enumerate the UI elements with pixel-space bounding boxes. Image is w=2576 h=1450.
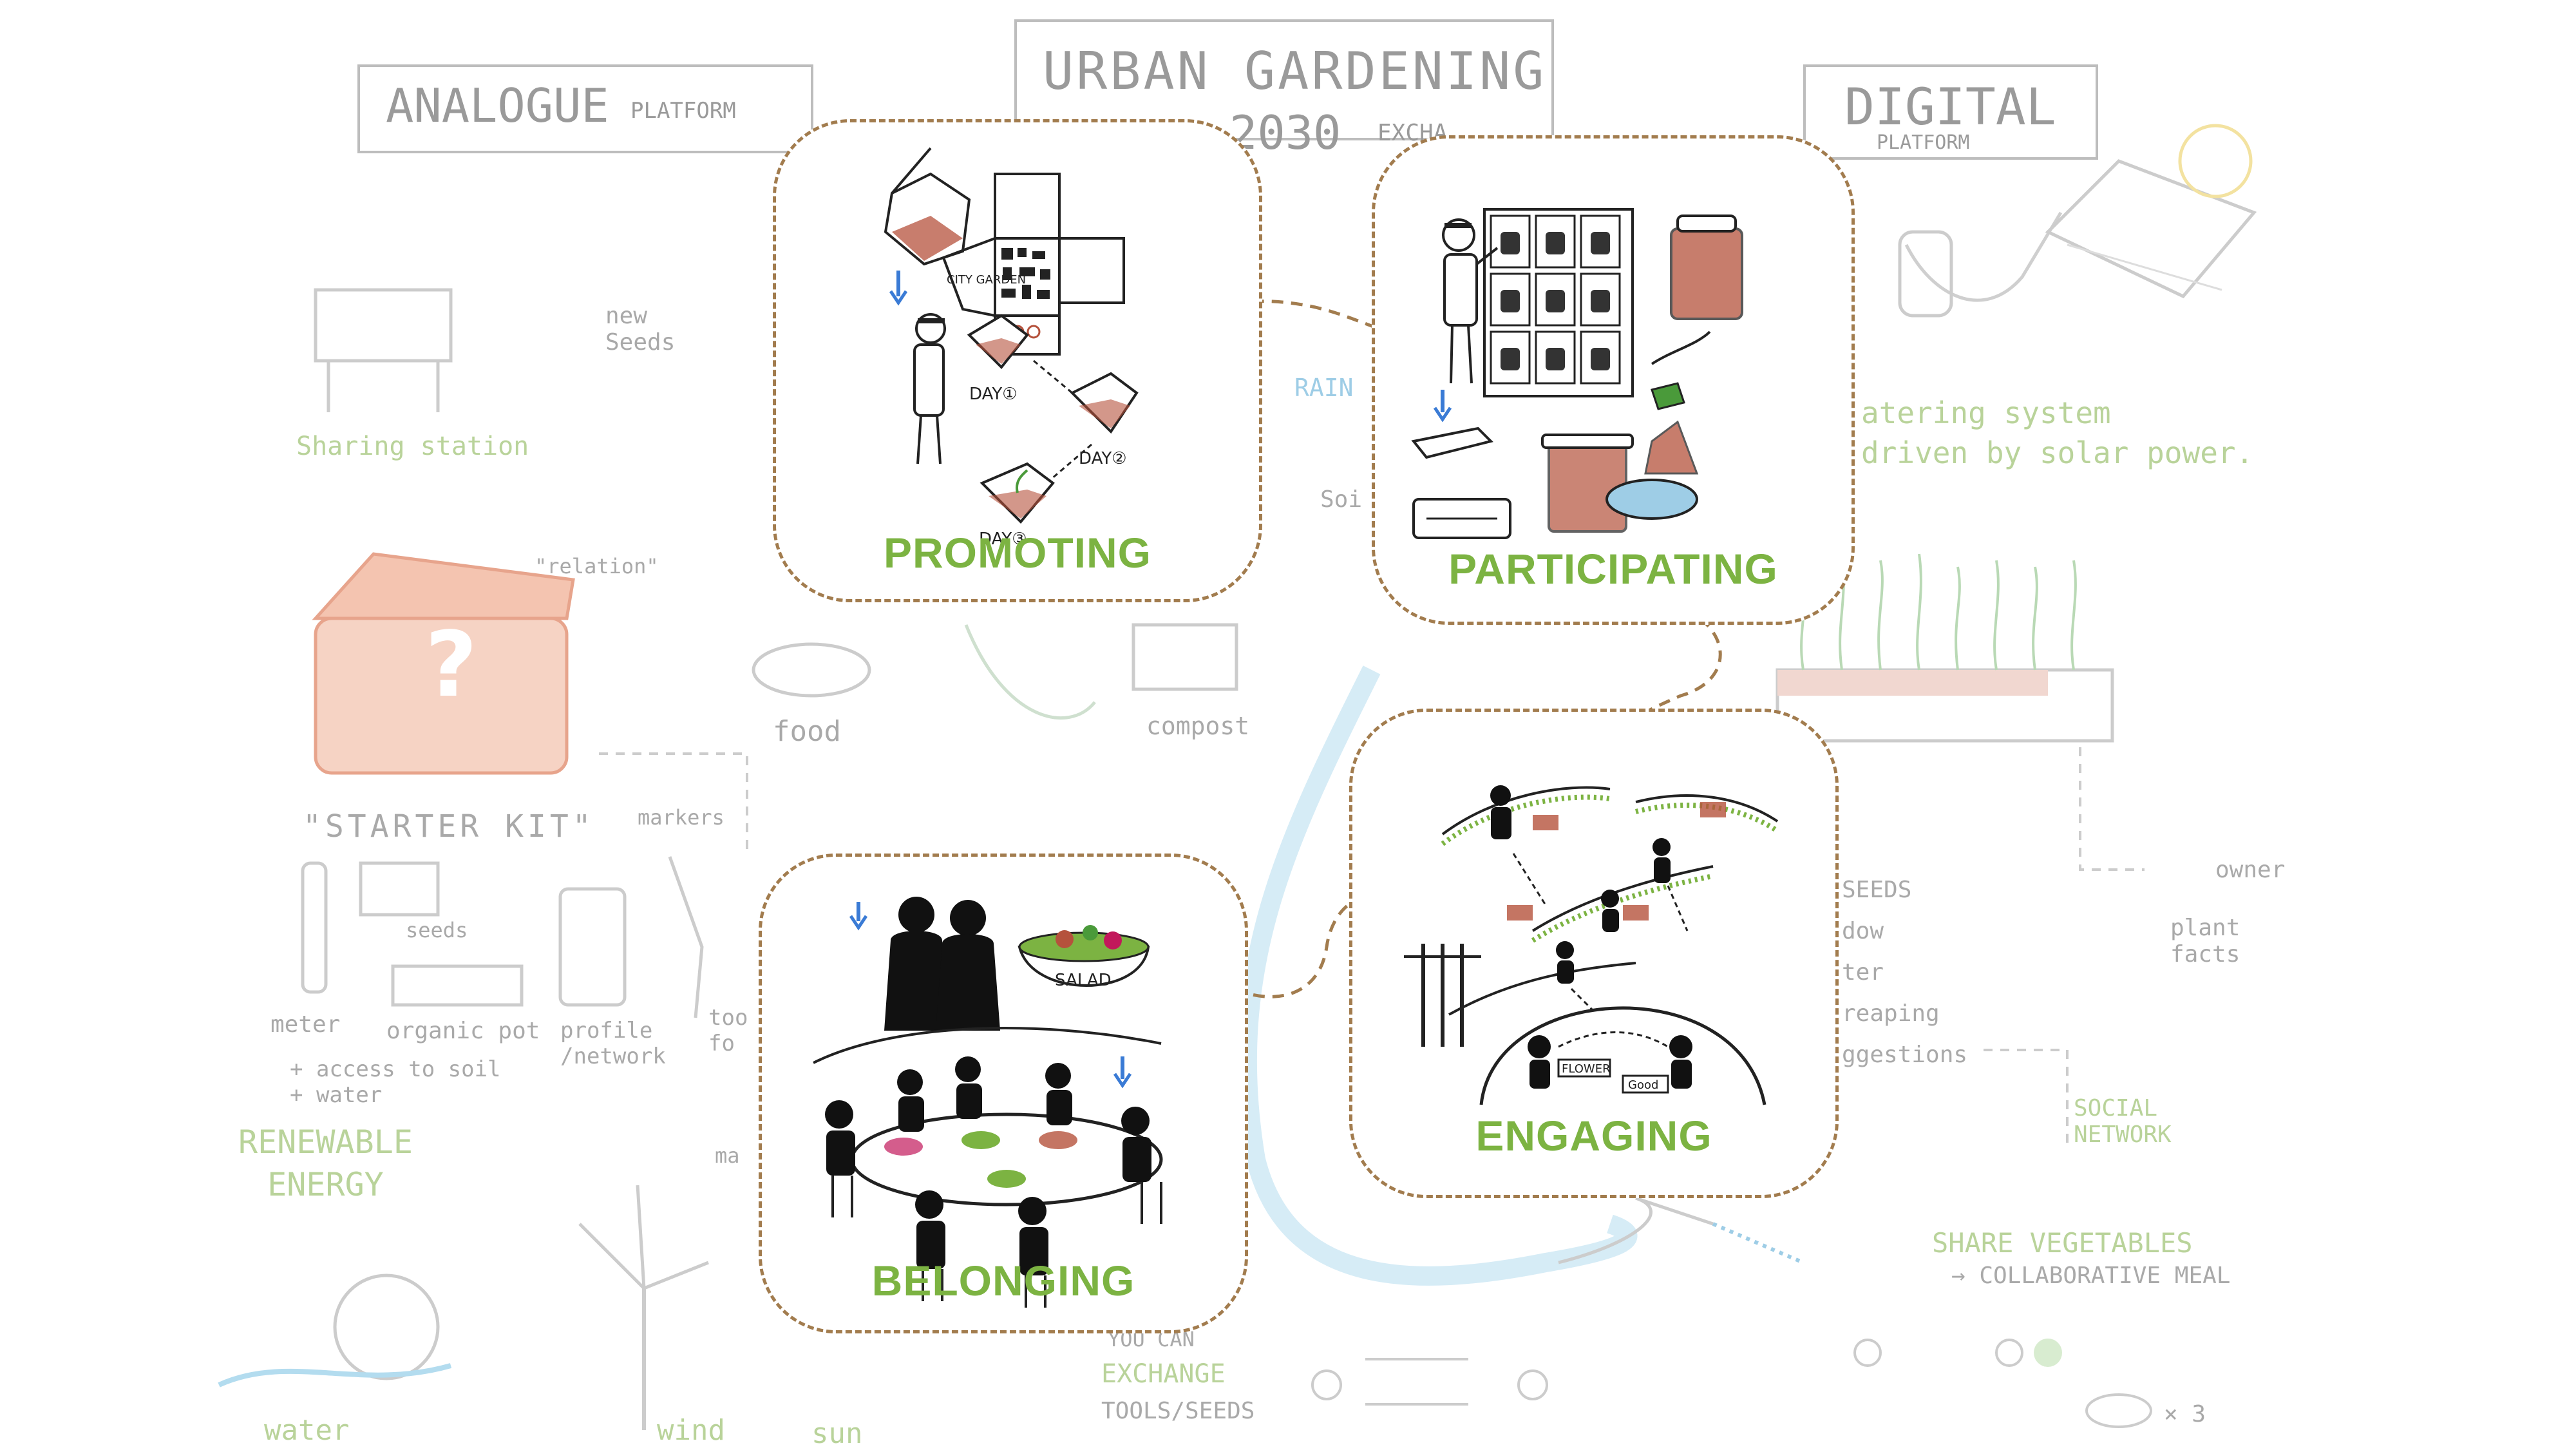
markers-label: markers (638, 805, 724, 830)
salad-text: SALAD (1055, 971, 1112, 990)
sharing-station-label: Sharing station (296, 432, 529, 461)
compost-label: compost (1146, 712, 1250, 740)
digital-platform-label: DIGITAL PLATFORM (1803, 64, 2098, 160)
card-title-belonging: BELONGING (871, 1257, 1135, 1304)
sun-label: sun (811, 1417, 863, 1450)
rain-label: RAIN (1294, 374, 1354, 402)
card-title-promoting: PROMOTING (884, 529, 1151, 577)
analogue-sublabel: PLATFORM (630, 98, 736, 124)
svg-text:?: ? (425, 613, 477, 718)
title-frame: URBAN GARDENING 2030 EXCHA (1014, 19, 1554, 160)
title-year: 2030 (1229, 106, 1341, 160)
exchange-label: EXCHANGE (1101, 1359, 1226, 1389)
organic-pot-label: organic pot (386, 1018, 540, 1044)
food-label: food (773, 715, 841, 748)
profile-network-label: profile /network (560, 1018, 666, 1069)
social-network-label: SOCIAL NETWORK (2074, 1095, 2172, 1148)
wind-label: wind (657, 1414, 725, 1447)
promoting-illustration: CITY GARDEN DAY① DAY② DAY③ (884, 147, 1139, 549)
flower-text: FLOWER (1562, 1062, 1611, 1076)
meter-label: meter (270, 1011, 341, 1038)
digital-label: DIGITAL (1844, 79, 2056, 137)
tools-label: too fo (708, 1005, 748, 1056)
card-title-participating: PARTICIPATING (1448, 545, 1778, 593)
engaging-illustration: FLOWER Good (1404, 785, 1779, 1105)
analogue-platform-label: ANALOGUE PLATFORM (357, 64, 813, 153)
tools-seeds-label: TOOLS/SEEDS (1101, 1398, 1255, 1424)
starter-kit-label: "STARTER KIT" (303, 808, 595, 844)
share-vegetables-label: SHARE VEGETABLES (1932, 1227, 2193, 1259)
card-promoting: CITY GARDEN DAY① DAY② DAY③ PROMOTING (773, 119, 1262, 602)
plant-facts-label: plant facts (2170, 915, 2240, 968)
collaborative-meal-label: → COLLABORATIVE MEAL (1951, 1263, 2231, 1289)
seeds-list-label: SEEDS dow ter reaping ggestions (1842, 877, 1968, 1068)
digital-sublabel: PLATFORM (1877, 131, 1970, 154)
access-label: + access to soil + water (290, 1056, 501, 1108)
day-one-text: DAY① (969, 385, 1018, 404)
good-text: Good (1628, 1078, 1658, 1092)
relation-label: "relation" (535, 554, 659, 578)
seeds-label: seeds (406, 918, 468, 942)
card-belonging: SALAD BELONGING (759, 854, 1248, 1333)
day-two-text: DAY② (1079, 449, 1127, 468)
watering-system-label: atering system driven by solar power. (1861, 396, 2254, 470)
city-garden-text: CITY GARDEN (947, 273, 1026, 287)
renewable-energy-label: RENEWABLE ENERGY (238, 1123, 413, 1203)
times-three-label: × 3 (2164, 1401, 2206, 1427)
card-participating: PARTICIPATING (1372, 135, 1855, 625)
new-seeds-label: new Seeds (605, 303, 676, 356)
day-three-text: DAY③ (979, 529, 1027, 549)
card-engaging: FLOWER Good ENGAGING (1349, 709, 1839, 1198)
page-title: URBAN GARDENING (1043, 41, 1547, 101)
card-title-engaging: ENGAGING (1475, 1112, 1712, 1159)
water-label: water (264, 1414, 350, 1447)
analogue-label: ANALOGUE (386, 79, 609, 133)
participating-illustration (1411, 208, 1743, 539)
soil-label: Soi (1320, 486, 1363, 513)
map-label: ma (715, 1143, 740, 1168)
belonging-illustration: SALAD (813, 897, 1163, 1308)
owner-label: owner (2215, 857, 2286, 883)
